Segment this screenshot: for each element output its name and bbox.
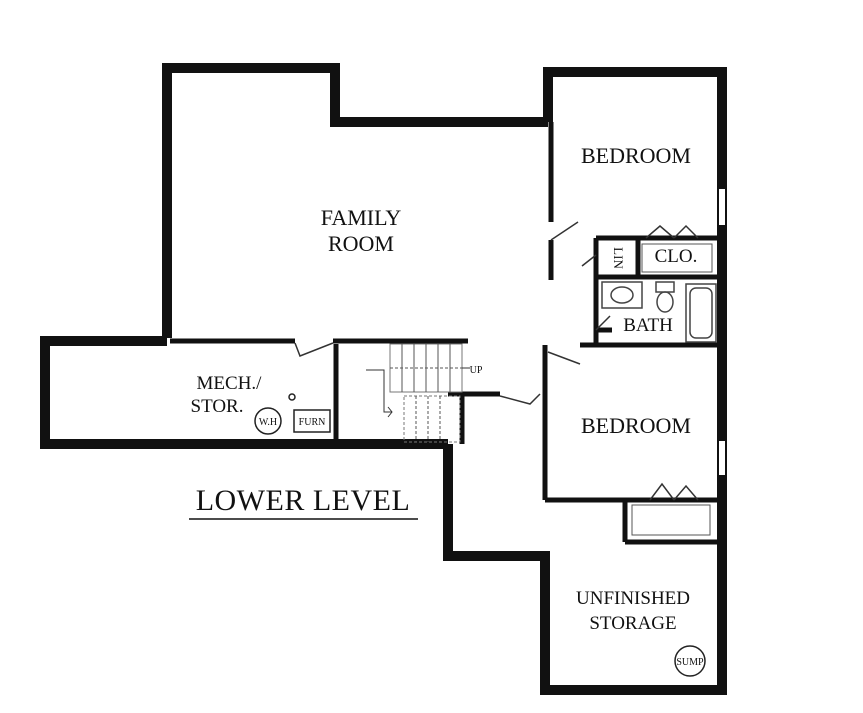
- sump-label: SUMP: [676, 657, 704, 668]
- mech-stor-label-1: MECH./: [197, 373, 263, 394]
- furnace-label: FURN: [299, 417, 326, 428]
- mech-fixtures: [254, 393, 706, 677]
- unfinished-storage-label-1: UNFINISHED: [576, 588, 690, 609]
- sump-icon: [674, 645, 706, 677]
- bath-fixtures: [601, 281, 717, 343]
- door-mech: [294, 342, 334, 357]
- mech-stor-label-2: STOR.: [191, 396, 244, 417]
- bedroom-bottom-label: BEDROOM: [581, 413, 691, 438]
- fixture-dot: [288, 393, 296, 401]
- door-hall: [499, 393, 541, 405]
- door-bath: [595, 315, 611, 331]
- tub: [685, 283, 717, 343]
- stairs-up-label: UP: [470, 365, 483, 376]
- family-room-label-1: FAMILY: [321, 205, 402, 230]
- bedroom-top-label: BEDROOM: [581, 143, 691, 168]
- stairs: [366, 343, 470, 443]
- toilet-tank: [655, 281, 675, 293]
- family-room-label-2: ROOM: [328, 231, 394, 256]
- door-closet-bottom-right: [673, 484, 699, 501]
- water-heater-label: W.H: [259, 417, 277, 428]
- door-bedroom-top: [550, 221, 579, 241]
- toilet-icon: [656, 291, 674, 313]
- unfinished-storage-label-2: STORAGE: [589, 613, 676, 634]
- tub-inner: [689, 287, 713, 339]
- door-clo-top-right: [673, 224, 699, 239]
- windows: [717, 187, 727, 477]
- linen-label: LIN: [611, 247, 626, 269]
- door-lin: [581, 254, 597, 267]
- plan-title: LOWER LEVEL: [196, 484, 411, 517]
- closet-label: CLO.: [655, 246, 698, 267]
- sink-icon: [610, 286, 634, 304]
- interior-walls: [170, 122, 722, 545]
- furnace-icon: [293, 409, 331, 433]
- water-heater-icon: [254, 407, 282, 435]
- door-bedroom-bottom: [547, 351, 581, 365]
- doors: [294, 221, 713, 536]
- door-closet-bottom-left: [649, 482, 675, 501]
- bath-label: BATH: [623, 315, 673, 336]
- door-clo-top: [645, 225, 675, 239]
- vanity: [601, 281, 643, 309]
